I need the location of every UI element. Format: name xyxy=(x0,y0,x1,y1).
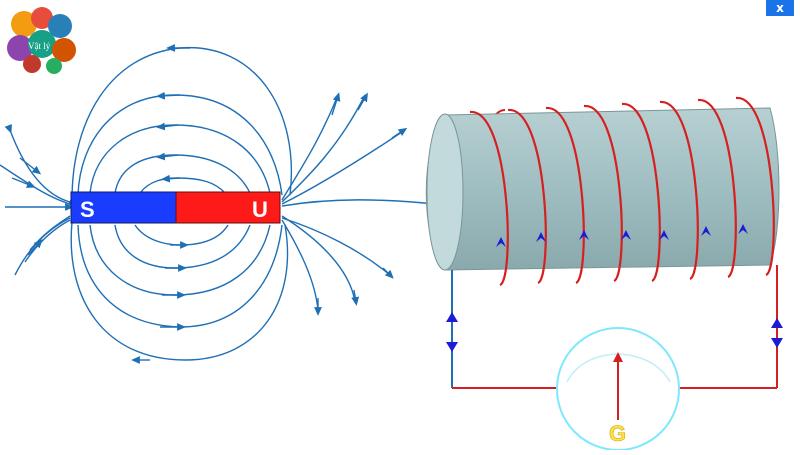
cylinder-left-face xyxy=(426,113,464,271)
coil-solenoid xyxy=(425,96,780,287)
close-button[interactable]: x xyxy=(766,0,794,16)
magnet-north-pole xyxy=(175,191,281,224)
field-line-loop-5b xyxy=(134,224,229,246)
field-line-loop-3b xyxy=(89,224,271,296)
galvanometer[interactable]: G xyxy=(556,327,680,451)
field-line-loop-4b xyxy=(114,224,251,269)
south-pole-label: S xyxy=(80,197,95,222)
magnet-south-pole xyxy=(70,191,177,224)
field-line-loop-1b xyxy=(70,221,289,361)
coil-current-arrows xyxy=(496,224,748,247)
bar-magnet[interactable]: S U xyxy=(70,191,281,224)
magnetic-field-lines xyxy=(0,44,449,364)
field-line-loop-4 xyxy=(114,154,251,194)
field-line-loop-5 xyxy=(139,177,226,194)
coil-cylinder xyxy=(425,107,780,271)
galvanometer-label: G xyxy=(609,421,626,446)
site-logo: Vật lý xyxy=(4,4,80,76)
external-circuit xyxy=(446,265,783,389)
field-line-loop-2 xyxy=(77,94,283,196)
coil-front-turns xyxy=(469,96,775,287)
svg-text:Vật lý: Vật lý xyxy=(28,41,51,51)
north-pole-label: U xyxy=(252,197,268,222)
field-line-loop-2b xyxy=(77,224,283,328)
